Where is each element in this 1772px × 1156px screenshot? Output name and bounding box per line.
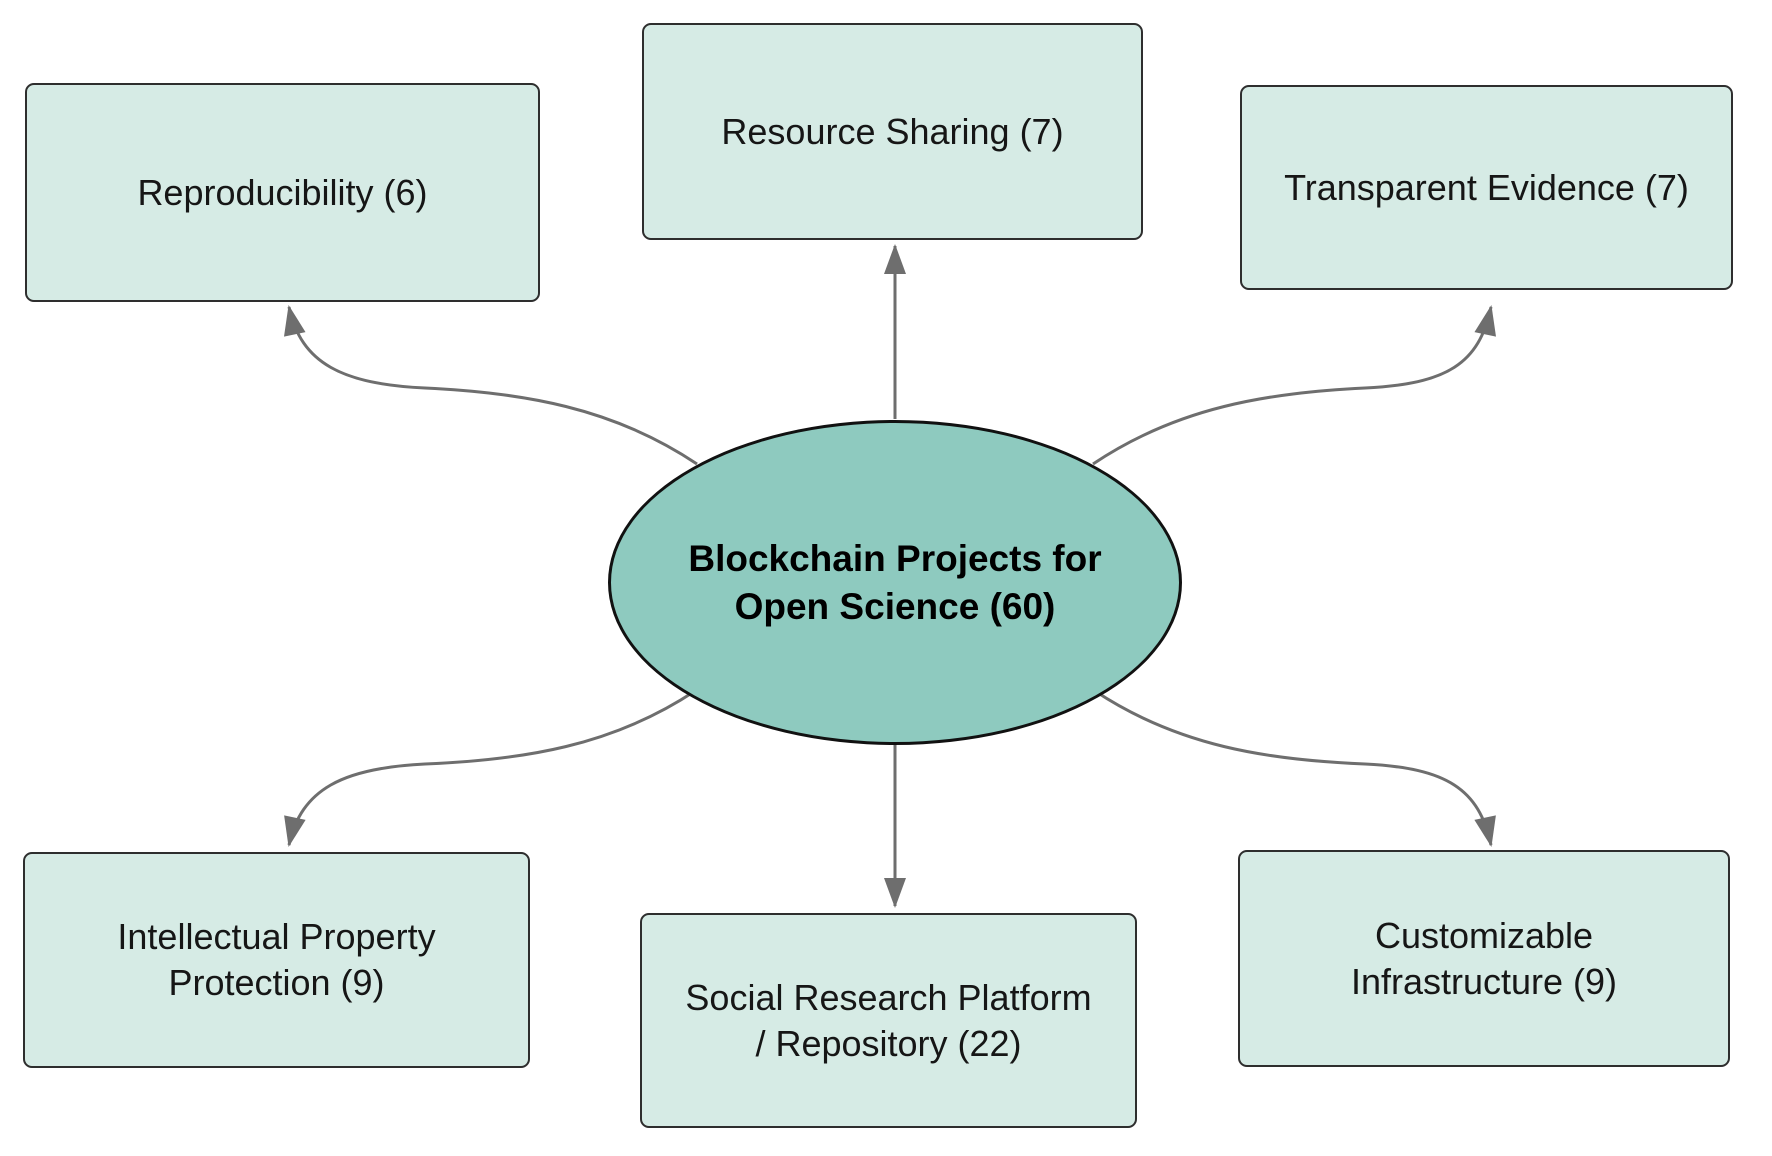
node-social-research-platform-repository: Social Research Platform / Repository (2… <box>640 913 1137 1128</box>
node-customizable-infrastructure: Customizable Infrastructure (9) <box>1238 850 1730 1067</box>
node-intellectual-property-protection: Intellectual Property Protection (9) <box>23 852 530 1068</box>
node-label: Resource Sharing (7) <box>721 110 1064 152</box>
node-label: Social Research Platform / Repository (2… <box>685 976 1092 1064</box>
arrow-center-to-customizable-infrastructure <box>1094 689 1496 847</box>
arrow-center-to-transparent-evidence <box>1092 305 1496 466</box>
center-node-label: Blockchain Projects for Open Science (60… <box>688 537 1102 627</box>
arrow-center-to-reproducibility <box>284 305 698 466</box>
node-reproducibility: Reproducibility (6) <box>25 83 540 302</box>
node-label: Intellectual Property Protection (9) <box>117 916 436 1003</box>
center-node: Blockchain Projects for Open Science (60… <box>608 420 1182 745</box>
node-label: Reproducibility (6) <box>137 171 428 213</box>
node-transparent-evidence: Transparent Evidence (7) <box>1240 85 1733 290</box>
node-resource-sharing: Resource Sharing (7) <box>642 23 1143 240</box>
arrow-center-to-intellectual-property <box>284 689 696 847</box>
node-label: Customizable Infrastructure (9) <box>1350 914 1618 1002</box>
node-label: Transparent Evidence (7) <box>1284 166 1689 208</box>
